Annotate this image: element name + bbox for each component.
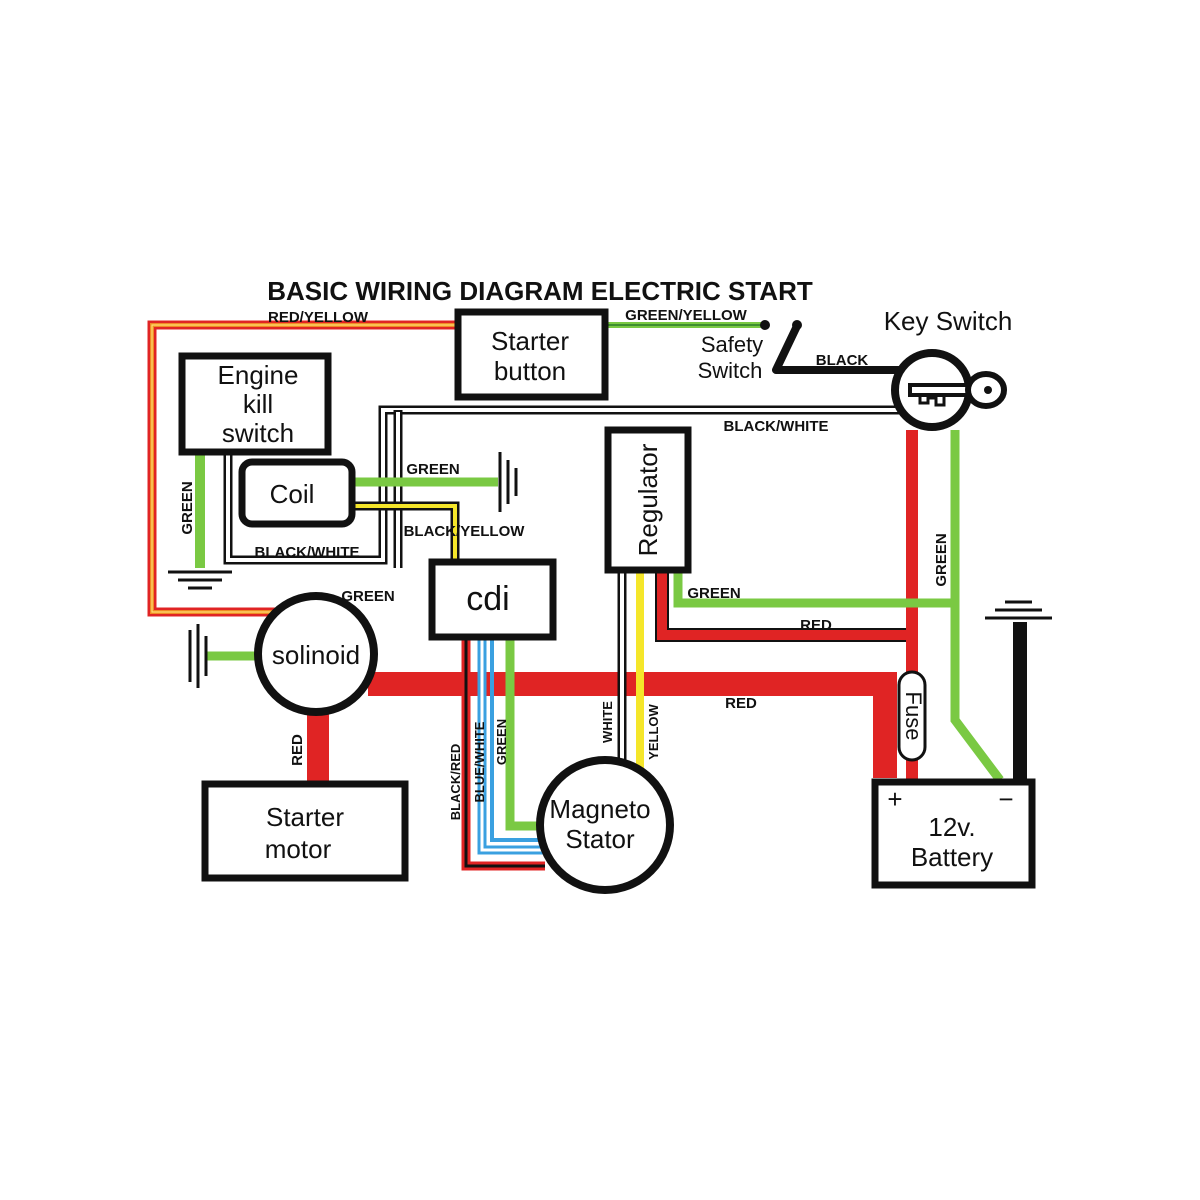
label-green-key: GREEN: [933, 533, 950, 586]
battery: + − 12v. Battery: [871, 778, 1036, 889]
label-red-yellow: RED/YELLOW: [268, 309, 369, 326]
safety-switch-lever: [760, 320, 900, 374]
label-black-yellow: BLACK/YELLOW: [404, 523, 526, 540]
label-blue-white: BLUE/WHITE: [472, 721, 487, 802]
stator-label-1: Magneto: [549, 794, 650, 824]
starter-motor-label-1: Starter: [266, 802, 344, 832]
wire-black-yellow: [352, 501, 460, 568]
kill-switch-label-1: Engine: [218, 360, 299, 390]
coil: Coil: [238, 458, 356, 528]
wire-green-kill: [168, 455, 232, 590]
starter-button-label-1: Starter: [491, 326, 569, 356]
coil-label: Coil: [270, 479, 315, 509]
label-yellow: YELLOW: [646, 703, 661, 759]
label-black-white-top: BLACK/WHITE: [724, 418, 829, 435]
label-red-regulator: RED: [800, 617, 832, 634]
wire-green-regulator: [673, 430, 1004, 783]
key-icon: [908, 371, 1007, 409]
safety-switch-label-2: Switch: [698, 358, 763, 383]
wire-labels: RED/YELLOW GREEN/YELLOW BLACK BLACK/WHIT…: [179, 307, 950, 820]
solenoid: solinoid: [254, 592, 378, 716]
wire-black-white: [223, 405, 900, 568]
solenoid-label: solinoid: [272, 640, 360, 670]
starter-button: Starter button: [454, 308, 609, 401]
engine-kill-switch: Engine kill switch: [178, 352, 332, 456]
safety-switch: Safety Switch: [698, 332, 764, 383]
label-white: WHITE: [600, 701, 615, 743]
regulator: Regulator: [604, 426, 692, 574]
stator-label-2: Stator: [565, 824, 635, 854]
label-green-solenoid: GREEN: [341, 588, 394, 605]
label-green-coil: GREEN: [406, 461, 459, 478]
cdi-label: cdi: [466, 580, 509, 618]
key-switch: Key Switch: [884, 306, 1013, 431]
label-red-main: RED: [725, 695, 757, 712]
diagram-title: BASIC WIRING DIAGRAM ELECTRIC START: [267, 276, 813, 306]
starter-motor: Starter motor: [201, 780, 409, 882]
battery-label-2: Battery: [911, 842, 993, 872]
wire-white-yellow: [617, 572, 644, 768]
label-black-red: BLACK/RED: [448, 744, 463, 821]
fuse-label: Fuse: [901, 692, 926, 741]
wire-cdi-stator: [461, 632, 545, 871]
label-black: BLACK: [816, 352, 869, 369]
wire-red-yellow: [147, 320, 458, 617]
label-green-kill: GREEN: [179, 481, 196, 534]
cdi: cdi: [428, 558, 557, 641]
battery-plus: +: [887, 784, 902, 814]
fuse: Fuse: [897, 670, 927, 762]
kill-switch-label-2: kill: [243, 389, 273, 419]
wire-red-main: [368, 672, 897, 778]
battery-ground: [985, 600, 1052, 780]
wire-red-regulator: [655, 572, 912, 642]
label-green-yellow: GREEN/YELLOW: [625, 307, 748, 324]
battery-label-1: 12v.: [928, 812, 975, 842]
safety-switch-label-1: Safety: [701, 332, 763, 357]
wire-green-solenoid: [188, 624, 262, 688]
starter-button-label-2: button: [494, 356, 566, 386]
key-switch-label: Key Switch: [884, 306, 1013, 336]
label-green-stator: GREEN: [494, 719, 509, 765]
components: Starter button Engine kill switch Coil c…: [178, 306, 1036, 894]
wire-green-coil: [352, 452, 518, 512]
battery-minus: −: [998, 784, 1013, 814]
label-black-white-bottom: BLACK/WHITE: [255, 544, 360, 561]
magneto-stator: Magneto Stator: [536, 756, 674, 894]
starter-motor-label-2: motor: [265, 834, 332, 864]
wires: [147, 320, 1052, 871]
label-green-regulator: GREEN: [687, 585, 740, 602]
kill-switch-label-3: switch: [222, 418, 294, 448]
label-red-starter: RED: [289, 734, 306, 766]
regulator-label: Regulator: [633, 443, 663, 556]
